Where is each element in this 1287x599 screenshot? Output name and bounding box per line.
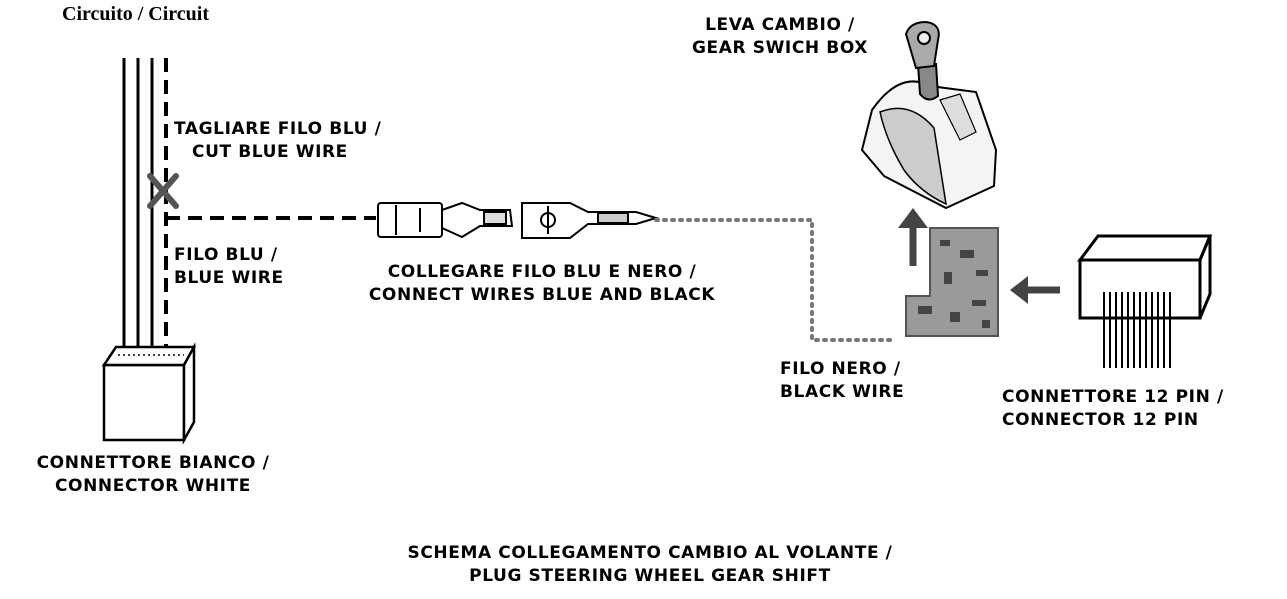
connector-12-label-line2: CONNECTOR 12 PIN xyxy=(1002,410,1199,430)
diagram-title-line1: SCHEMA COLLEGAMENTO CAMBIO AL VOLANTE / xyxy=(407,543,893,563)
up-arrow-icon xyxy=(898,208,928,266)
diagram-title-line2: PLUG STEERING WHEEL GEAR SHIFT xyxy=(469,566,831,586)
diagram-title: SCHEMA COLLEGAMENTO CAMBIO AL VOLANTE / … xyxy=(340,542,960,588)
connector-12-label: CONNETTORE 12 PIN / CONNECTOR 12 PIN xyxy=(1002,386,1224,432)
black-wire-label: FILO NERO / BLACK WIRE xyxy=(780,358,904,404)
left-arrow-icon xyxy=(1010,276,1060,304)
cut-wire-label: TAGLIARE FILO BLU / CUT BLUE WIRE xyxy=(174,118,381,164)
black-wire-label-line1: FILO NERO / xyxy=(780,359,901,379)
gear-box-label: LEVA CAMBIO / GEAR SWICH BOX xyxy=(660,14,900,60)
connector-pins xyxy=(1103,292,1171,368)
circuit-board xyxy=(905,227,999,337)
connector-white-label: CONNETTORE BIANCO / CONNECTOR WHITE xyxy=(0,452,306,498)
blue-wire-label-line2: BLUE WIRE xyxy=(174,268,284,288)
connector-12-pin xyxy=(1077,234,1213,320)
gear-box xyxy=(860,20,998,210)
connector-white-label-line1: CONNETTORE BIANCO / xyxy=(36,453,270,473)
white-connector xyxy=(101,342,197,445)
blue-wire-label-line1: FILO BLU / xyxy=(174,245,278,265)
black-wire-label-line2: BLACK WIRE xyxy=(780,382,905,402)
connect-wires-label-line2: CONNECT WIRES BLUE AND BLACK xyxy=(368,285,716,305)
connector-12-label-line1: CONNETTORE 12 PIN / xyxy=(1002,387,1224,407)
connector-white-label-line2: CONNECTOR WHITE xyxy=(54,476,252,496)
connect-wires-label: COLLEGARE FILO BLU E NERO / CONNECT WIRE… xyxy=(318,261,766,307)
connect-wires-label-line1: COLLEGARE FILO BLU E NERO / xyxy=(387,262,697,282)
cut-wire-label-line2: CUT BLUE WIRE xyxy=(192,142,348,162)
gear-box-label-line1: LEVA CAMBIO / xyxy=(705,15,855,35)
spade-connectors xyxy=(377,201,660,239)
circuit-wires xyxy=(122,58,168,348)
gear-box-label-line2: GEAR SWICH BOX xyxy=(692,38,868,58)
circuit-title: Circuito / Circuit xyxy=(62,3,210,25)
cut-wire-label-line1: TAGLIARE FILO BLU / xyxy=(174,119,382,139)
blue-wire-label: FILO BLU / BLUE WIRE xyxy=(174,244,284,290)
cut-mark-icon xyxy=(147,173,179,209)
black-wire xyxy=(654,218,898,342)
